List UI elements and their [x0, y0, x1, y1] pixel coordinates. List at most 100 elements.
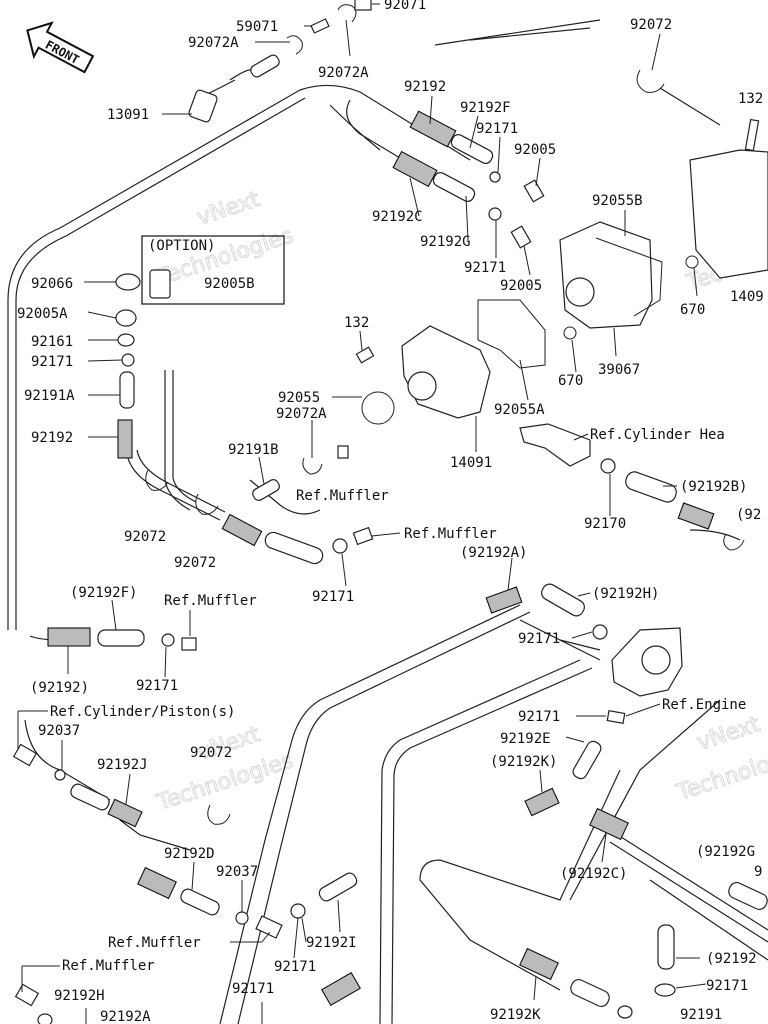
part-label-92037: 92037 — [216, 864, 258, 880]
part-label-670: 670 — [558, 373, 583, 389]
part-label-92055: 92055 — [278, 390, 320, 406]
watermark-text: vNext — [194, 187, 263, 231]
tube-92192f — [97, 629, 145, 647]
part-label-92072: 92072 — [174, 555, 216, 571]
part-label-92005b: 92005B — [204, 276, 255, 292]
nipple-92005b — [149, 269, 171, 299]
ref-muffler: Ref.Muffler — [108, 935, 201, 951]
ring-92161 — [117, 333, 135, 347]
pin-59071 — [310, 18, 330, 34]
fitting-muffler — [255, 915, 283, 939]
circlip-92072a — [337, 4, 357, 23]
spring — [221, 513, 263, 547]
tube-92192g — [432, 172, 476, 202]
watermark-text: vNext — [694, 712, 763, 756]
part-label-92192e: 92192E — [500, 731, 551, 747]
circlip-92072 — [636, 69, 665, 93]
clamp-92171 — [488, 207, 502, 221]
tube-92192b — [625, 471, 677, 503]
gasket-92055a — [477, 299, 546, 369]
circlip — [723, 533, 745, 551]
clamp — [617, 1005, 633, 1019]
part-label-92192d: 92192D — [164, 846, 215, 862]
tube-92192i — [318, 872, 358, 902]
part-label-92055b: 92055B — [592, 193, 643, 209]
part-label-92171: 92171 — [476, 121, 518, 137]
circlip-92072 — [207, 804, 231, 825]
ref-muffler: Ref.Muffler — [404, 526, 497, 542]
hose-lines — [7, 19, 768, 1024]
part-label-92071: 92071 — [384, 0, 426, 13]
clamp — [37, 1013, 53, 1024]
bolt-132 — [744, 118, 760, 152]
part-label-92191b: 92191B — [228, 442, 279, 458]
part-labels: 59071 92071 92072A 92072A 92072 13091 92… — [17, 0, 764, 1024]
cover-port — [565, 277, 595, 307]
o-ring-670 — [563, 326, 577, 340]
part-label-92192g: 92192G — [420, 234, 471, 250]
fittings — [12, 0, 760, 1007]
part-label-92171: 92171 — [518, 631, 560, 647]
spring-92192k — [519, 947, 559, 981]
circlip-92072 — [145, 469, 169, 491]
circlip-92072 — [195, 493, 219, 515]
spring-92192 — [409, 110, 457, 148]
part-label-92192k: 92192K — [490, 1007, 541, 1023]
part-label-92192b: (92192B) — [680, 479, 747, 495]
clamp-92171 — [121, 353, 135, 367]
clamp-92171 — [592, 624, 608, 640]
tube-92192f — [450, 134, 494, 164]
cover-port — [407, 371, 437, 401]
part-label-92171: 92171 — [312, 589, 354, 605]
part-label-92005: 92005 — [500, 278, 542, 294]
part-label-92171: 92171 — [464, 260, 506, 276]
part-label-92072: 92072 — [190, 745, 232, 761]
part-label-13091: 13091 — [107, 107, 149, 123]
part-label-92192g: (92192G — [696, 844, 755, 860]
o-ring-92055 — [361, 391, 395, 425]
tube-92191b — [252, 479, 280, 501]
gasket-92055b — [595, 237, 663, 317]
nipple-92005 — [510, 225, 532, 249]
circlip-92072a — [302, 457, 323, 475]
part-label-92192h: (92192H) — [592, 586, 659, 602]
part-label-92072a: 92072A — [318, 65, 369, 81]
part-label-92005: 92005 — [514, 142, 556, 158]
part-label-670: 670 — [680, 302, 705, 318]
bolt-132 — [355, 346, 375, 364]
spring — [524, 787, 560, 817]
clamp-92037 — [54, 769, 66, 781]
part-label-92192: 92192 — [31, 430, 73, 446]
tube-92192h — [541, 583, 585, 617]
ref-muffler: Ref.Muffler — [62, 958, 155, 974]
leader-lines — [17, 3, 707, 1024]
part-label-9: 9 — [754, 864, 762, 880]
front-arrow-icon: FRONT — [26, 21, 95, 74]
fitting-cylinder — [12, 743, 38, 767]
fitting-muffler — [352, 526, 374, 546]
ref-engine: Ref.Engine — [662, 697, 746, 713]
part-label-92192i: 92192I — [306, 935, 357, 951]
clamp-92171 — [489, 171, 501, 183]
part-label-92170: 92170 — [584, 516, 626, 532]
part-label-92191a: 92191A — [24, 388, 75, 404]
clamps — [37, 4, 745, 1024]
part-label-92005a: 92005A — [17, 306, 68, 322]
tube-92192g — [728, 881, 768, 911]
clamp-92171 — [161, 633, 175, 647]
tube-92191a — [119, 371, 135, 409]
spring-92192c — [392, 150, 438, 188]
tube — [570, 978, 610, 1008]
clamp-92170 — [600, 458, 616, 474]
part-label-92192: 92192 — [404, 79, 446, 95]
cover-14091 — [689, 149, 768, 279]
spring — [137, 866, 177, 900]
part-label-92171: 92171 — [136, 678, 178, 694]
part-label-92192: (92192 — [706, 951, 757, 967]
part-label-92055a: 92055A — [494, 402, 545, 418]
clamp-92171 — [332, 538, 348, 554]
spring — [321, 971, 361, 1007]
circlip-92072a — [286, 35, 303, 55]
damper-13091 — [188, 89, 218, 123]
part-label-92192: (92192) — [30, 680, 89, 696]
